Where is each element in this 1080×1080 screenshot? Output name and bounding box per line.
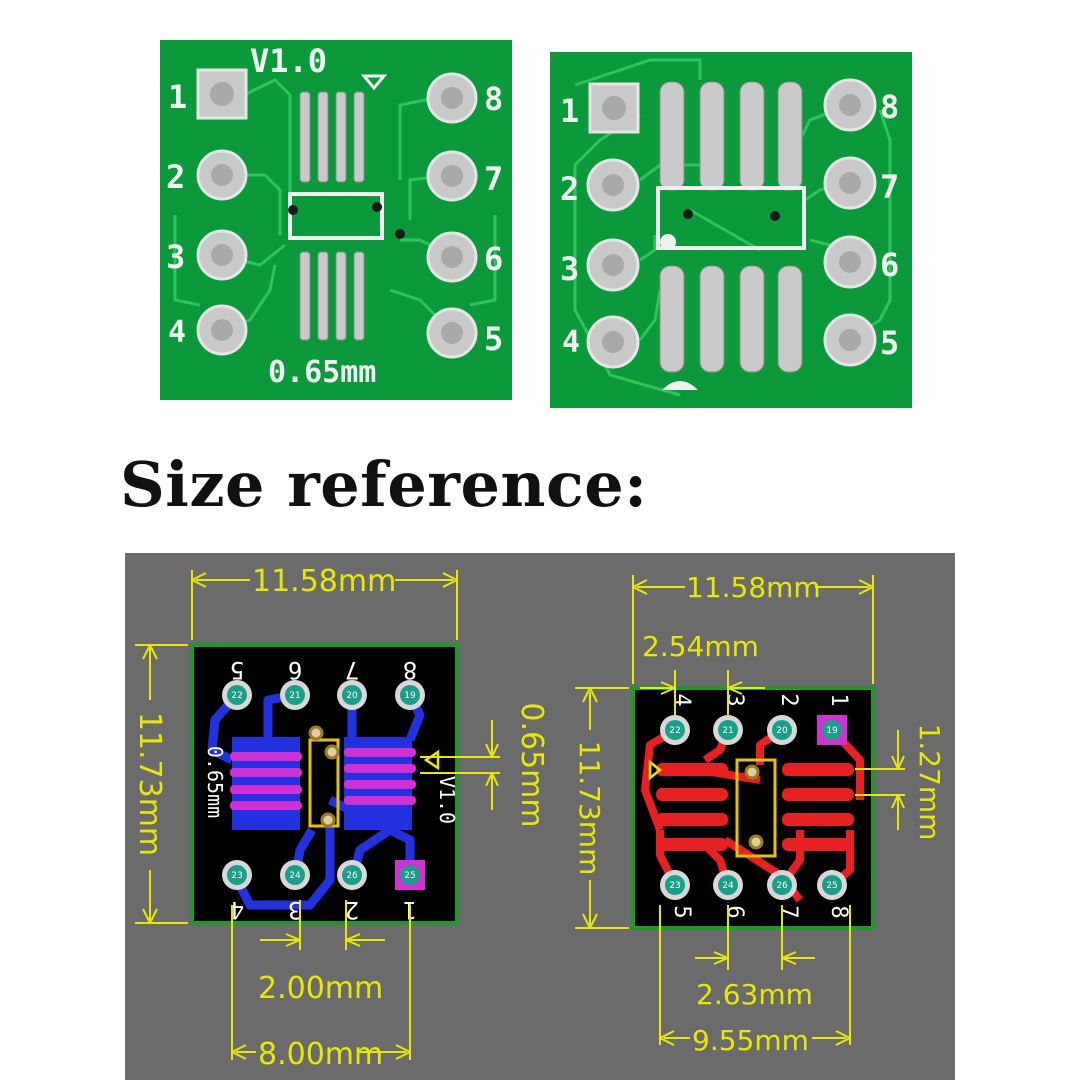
ref-right-pad-number: 21 — [722, 726, 733, 736]
board-a-pin-label: 7 — [484, 160, 503, 198]
ref-left-mirror-pitch-label: 0.65mm — [203, 746, 227, 818]
ref-right-pin-label: 7 — [776, 905, 801, 918]
ref-left-mirror-version-label: V1.0 — [435, 776, 459, 824]
board-b-pin-label: 6 — [880, 246, 899, 284]
board-a-via — [372, 202, 382, 212]
ref-left-pin-label: 4 — [230, 896, 244, 924]
ref-left-pin-label: 2 — [345, 896, 359, 924]
ref-left-board: 22 21 20 19 23 24 26 25 5 6 7 8 4 3 2 1 … — [190, 643, 459, 925]
board-b-pin-label: 7 — [880, 168, 899, 206]
board-a-smd-pads — [299, 91, 365, 341]
ref-left-pin-label: 5 — [230, 656, 244, 684]
ref-right-pad-number: 26 — [776, 881, 788, 891]
board-b-pin-label: 2 — [560, 170, 579, 208]
ref-left-width-label: 11.58mm — [252, 564, 396, 599]
board-a-via — [288, 205, 298, 215]
ref-right-board: 22 21 20 19 23 24 26 25 4 3 2 1 5 6 7 8 — [631, 686, 875, 930]
board-a-pin1-marker — [360, 74, 388, 91]
ref-right-dimension-lines — [575, 575, 905, 1046]
pcb-board-b: 1 2 3 4 8 7 6 5 — [550, 52, 912, 408]
ref-left-pad-number: 22 — [231, 691, 242, 701]
ref-right-pad-number: 19 — [826, 726, 838, 736]
board-b-smd-pads — [659, 81, 803, 373]
ref-left-pin-label: 7 — [345, 656, 359, 684]
board-b-pin-label: 8 — [880, 88, 899, 126]
ref-right-pin-label: 3 — [722, 693, 747, 706]
board-b-pin-label: 4 — [562, 325, 580, 360]
board-b-pin-label: 1 — [560, 92, 579, 130]
ref-left-pad-number: 20 — [346, 691, 358, 701]
board-a-chip-outline — [288, 192, 384, 240]
board-a-pin-label: 2 — [166, 158, 185, 196]
board-b-tht-pads — [586, 78, 877, 369]
ref-right-pin-label: 1 — [826, 693, 851, 706]
ref-left-pad-block — [232, 737, 300, 830]
size-reference-drawing: 22 21 20 19 23 24 26 25 5 6 7 8 4 3 2 1 … — [125, 553, 955, 1080]
ref-left-smd-pads — [230, 748, 416, 810]
ref-right-pin-label: 4 — [669, 693, 694, 706]
ref-right-smd-pitch-label: 1.27mm — [913, 724, 946, 841]
board-a-pin-label: 5 — [484, 320, 503, 358]
ref-left-pad-number: 23 — [231, 871, 242, 881]
board-a-version: V1.0 — [250, 42, 327, 80]
ref-right-pin-label: 5 — [669, 905, 694, 918]
board-a-pin-label: 4 — [168, 315, 186, 350]
board-a-pitch-label: 0.65mm — [268, 355, 376, 390]
board-a-pin-label: 6 — [484, 240, 503, 278]
ref-left-dimension-lines — [135, 570, 500, 1060]
ref-right-pad-number: 22 — [669, 726, 680, 736]
ref-left-pitch-label: 0.65mm — [514, 702, 549, 827]
ref-right-pad-number: 25 — [826, 881, 837, 891]
board-b-pin-label: 5 — [880, 324, 899, 362]
ref-left-pad-number: 21 — [289, 691, 300, 701]
board-b-pin1-dot — [660, 234, 676, 250]
ref-right-top-pads — [660, 715, 847, 745]
ref-left-pad-number: 19 — [404, 691, 416, 701]
board-b-pin1-marker — [662, 381, 698, 390]
ref-left-top-pads — [222, 680, 425, 710]
ref-right-pad-number: 23 — [669, 881, 680, 891]
ref-right-pin1-marker — [648, 759, 663, 781]
board-a-pin-label: 8 — [484, 80, 503, 118]
ref-right-pin-label: 6 — [722, 905, 747, 918]
ref-right-height-label: 11.73mm — [573, 741, 606, 876]
ref-left-pin-label: 8 — [403, 656, 417, 684]
pcb-board-a: V1.0 1 2 3 4 8 7 6 5 0.65mm — [160, 40, 512, 400]
ref-left-pad-number: 25 — [404, 871, 415, 881]
board-b-via — [683, 209, 693, 219]
ref-right-span-label: 9.55mm — [692, 1024, 809, 1057]
ref-left-pad-number: 24 — [289, 871, 301, 881]
board-b-pin-label: 3 — [560, 250, 579, 288]
ref-right-bottom-pads — [660, 870, 847, 900]
board-a-via — [395, 229, 405, 239]
board-a-pin-label: 1 — [168, 78, 187, 116]
ref-right-smd-pads — [656, 763, 854, 851]
ref-right-pad-number: 24 — [722, 881, 734, 891]
ref-left-gap-label: 2.00mm — [258, 971, 383, 1006]
board-a-tht-pads — [196, 68, 478, 359]
board-b-chip-outline — [656, 186, 806, 250]
ref-right-chip-outline — [735, 758, 777, 858]
ref-left-span-label: 8.00mm — [258, 1037, 383, 1072]
adapter-boards-photo: V1.0 1 2 3 4 8 7 6 5 0.65mm — [160, 40, 912, 408]
size-reference-heading: Size reference: — [120, 448, 648, 521]
ref-left-pad-number: 26 — [346, 871, 358, 881]
ref-right-pin-pitch-label: 2.54mm — [642, 630, 759, 663]
ref-right-gap-label: 2.63mm — [696, 978, 813, 1011]
ref-right-pad-number: 20 — [776, 726, 788, 736]
ref-left-pin-label: 3 — [288, 896, 302, 924]
ref-left-pin-label: 6 — [288, 656, 302, 684]
ref-left-height-label: 11.73mm — [132, 712, 167, 856]
ref-right-pin-label: 2 — [776, 693, 801, 706]
ref-right-width-label: 11.58mm — [686, 571, 821, 604]
board-a-pin-label: 3 — [166, 238, 185, 276]
ref-right-pin-label: 8 — [826, 905, 851, 918]
ref-left-bottom-pads — [222, 860, 425, 890]
board-b-via — [770, 211, 780, 221]
